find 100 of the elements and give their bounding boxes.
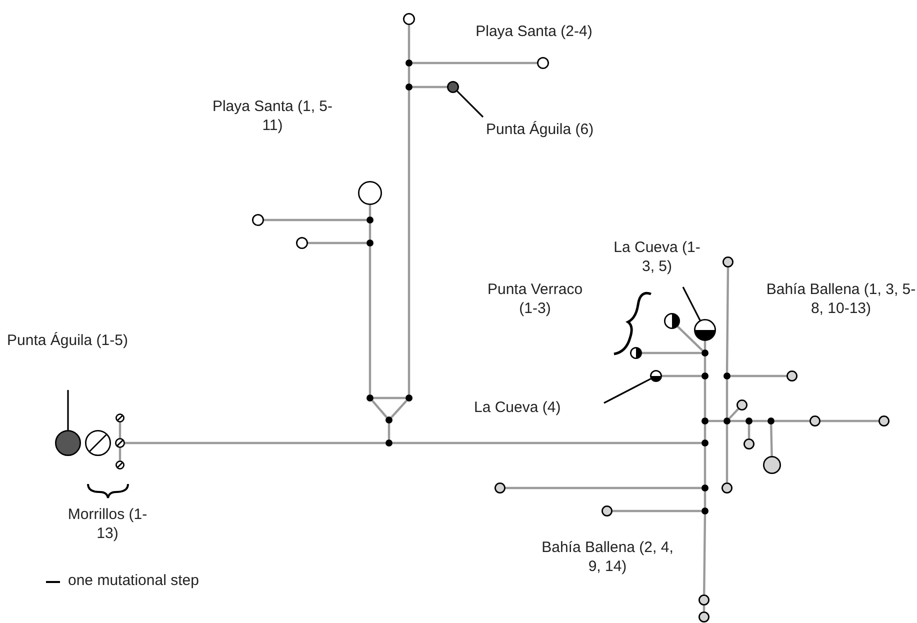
- junction-dot: [702, 350, 708, 356]
- network-line: [412, 86, 447, 88]
- haplotype-circle: [85, 430, 111, 456]
- network-line: [704, 356, 706, 372]
- junction-dot: [768, 418, 774, 424]
- network-line: [730, 374, 786, 378]
- network-line: [820, 420, 878, 422]
- network-line: [412, 62, 537, 64]
- network-line: [726, 380, 728, 418]
- haplotype-circle: [664, 313, 680, 329]
- junction-dot: [406, 84, 412, 90]
- leader-line: [67, 390, 69, 430]
- location-label: Punta Águila (1-5): [0, 331, 135, 350]
- network-line: [703, 514, 706, 595]
- network-line: [368, 224, 372, 240]
- haplotype-circle: [296, 237, 308, 249]
- network-line: [662, 374, 702, 378]
- network-line: [371, 400, 388, 418]
- network-line: [748, 424, 750, 438]
- network-line: [730, 420, 746, 422]
- haplotype-circle: [650, 370, 662, 382]
- network-line: [752, 420, 768, 422]
- junction-dot: [386, 440, 392, 446]
- haplotype-circle: [630, 347, 642, 359]
- location-label: La Cueva (1-3, 5): [612, 238, 702, 276]
- network-line: [726, 424, 728, 482]
- location-label: Punta Águila (6): [486, 120, 626, 139]
- haplotype-circle: [694, 319, 716, 341]
- junction-dot: [746, 418, 752, 424]
- junction-dot: [702, 440, 708, 446]
- network-line: [390, 400, 408, 418]
- junction-dot: [406, 60, 412, 66]
- haplotype-circle: [115, 438, 125, 448]
- network-line: [506, 486, 702, 490]
- legend-text: one mutational step: [68, 571, 199, 590]
- network-line: [704, 380, 706, 418]
- network-line: [264, 218, 366, 222]
- haplotype-circle: [786, 370, 798, 382]
- leader-line: [682, 286, 701, 321]
- junction-dot: [406, 394, 412, 402]
- network-line: [374, 396, 406, 400]
- network-line: [118, 448, 122, 460]
- haplotype-circle: [116, 460, 124, 470]
- junction-dot: [702, 418, 708, 424]
- network-line: [408, 25, 410, 60]
- leader-line: [604, 378, 652, 404]
- network-line: [408, 66, 410, 84]
- network-line: [726, 267, 730, 373]
- network-line: [676, 326, 704, 352]
- location-label: La Cueva (4): [474, 398, 594, 417]
- haplotype-circle: [494, 482, 506, 494]
- network-line: [612, 510, 702, 512]
- haplotype-circle: [698, 612, 710, 622]
- junction-dot: [366, 394, 374, 402]
- haplotype-circle: [358, 181, 382, 205]
- network-line: [708, 420, 724, 422]
- leader-line: [456, 90, 484, 118]
- network-line: [308, 242, 366, 244]
- haplotype-circle: [722, 256, 734, 268]
- network-line: [728, 408, 739, 420]
- haplotype-circle: [698, 594, 710, 606]
- location-label: Punta Verraco (1-3): [486, 280, 584, 318]
- haplotype-circle: [878, 416, 890, 426]
- network-line: [704, 492, 706, 508]
- location-label: Bahía Ballena (1, 3, 5-8, 10-13): [766, 280, 916, 318]
- junction-dot: [386, 416, 392, 424]
- network-line: [368, 205, 372, 216]
- location-label: Playa Santa (2-4): [474, 22, 594, 41]
- network-line: [125, 442, 386, 444]
- haplotype-circle: [736, 400, 748, 410]
- network-line: [408, 90, 410, 394]
- network-line: [642, 352, 702, 354]
- junction-dot: [702, 484, 708, 492]
- location-label: Bahía Ballena (2, 4, 9, 14): [540, 538, 674, 576]
- network-line: [118, 422, 122, 438]
- haplotype-circle: [55, 430, 81, 456]
- haplotype-circle: [810, 416, 820, 426]
- network-line: [388, 424, 390, 440]
- network-line: [774, 420, 810, 422]
- network-line: [392, 442, 702, 444]
- haplotype-circle: [602, 506, 612, 516]
- haplotype-circle: [722, 482, 732, 494]
- junction-dot: [366, 216, 374, 224]
- junction-dot: [724, 372, 730, 380]
- location-label: Playa Santa (1, 5-11): [211, 97, 334, 135]
- network-line: [770, 424, 773, 456]
- junction-dot: [724, 418, 730, 424]
- haplotype-circle: [763, 456, 781, 474]
- haplotype-circle: [116, 414, 124, 422]
- haplotype-circle: [537, 57, 549, 69]
- location-label: Morrillos (1-13): [66, 505, 148, 543]
- network-line: [704, 424, 706, 440]
- haplotype-circle: [744, 438, 754, 450]
- network-line: [704, 341, 706, 350]
- haplotype-circle: [252, 214, 264, 226]
- junction-dot: [366, 240, 374, 246]
- network-line: [704, 446, 706, 484]
- junction-dot: [702, 372, 708, 380]
- network-line: [702, 606, 706, 612]
- haplotype-circle: [403, 13, 415, 25]
